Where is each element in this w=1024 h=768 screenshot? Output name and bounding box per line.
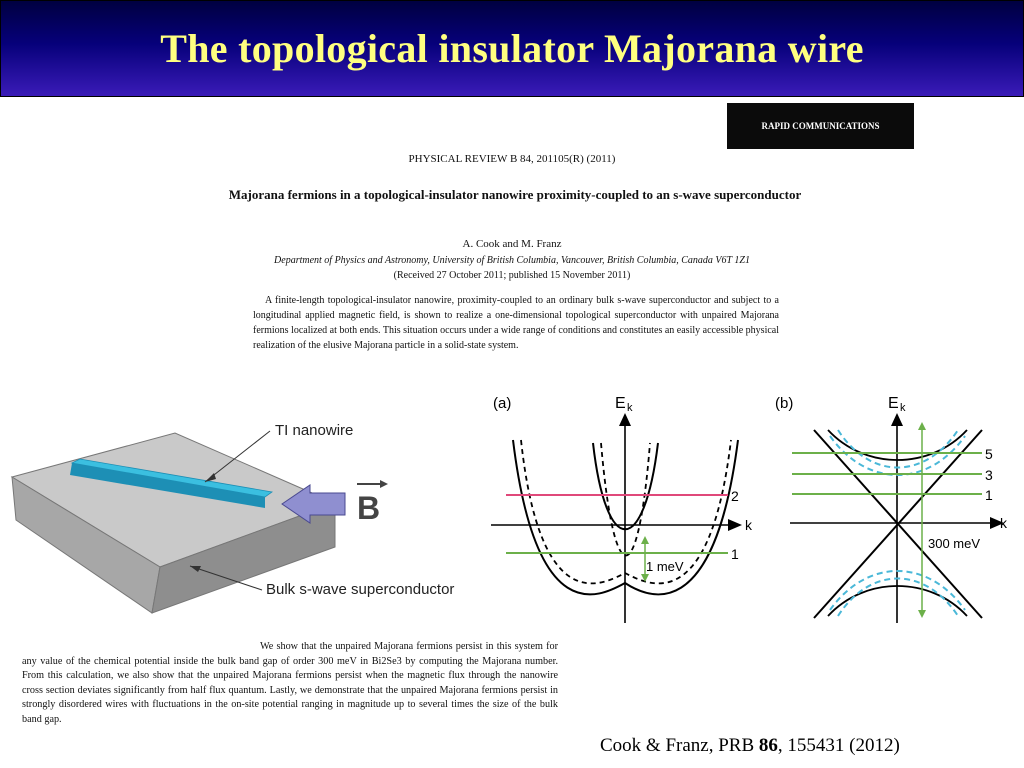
panel-b-y-axis-label: E (888, 395, 899, 412)
panel-a-y-arrow (619, 413, 631, 426)
panel-b-gap-arrow-up (918, 422, 926, 430)
panel-b-gap-arrow-down (918, 610, 926, 618)
panel-b-y-axis-sub: k (900, 402, 906, 414)
nanowire-label: TI nanowire (275, 422, 353, 439)
substrate-pointer (189, 565, 263, 591)
field-vector-head (380, 480, 388, 488)
paper-title: Majorana fermions in a topological-insul… (228, 187, 802, 202)
panel-a-outer-band (512, 439, 739, 596)
panel-b-dirac-line-2 (813, 429, 983, 619)
panel-b-lower-band-dashed-1 (837, 577, 959, 617)
substrate-label: Bulk s-wave superconductor (266, 581, 454, 598)
panel-b-gap-label-bg (926, 533, 996, 553)
nanowire-side (70, 463, 265, 508)
panel-a-figure: (a) E k k 2 1 1 meV (491, 395, 753, 623)
panel-b-upper-band-dashed-1 (837, 429, 959, 469)
panel-b-gap-label: 300 meV (928, 536, 980, 551)
slide-title-bar: The topological insulator Majorana wire (0, 0, 1024, 97)
paper-body-text: We show that the unpaired Majorana fermi… (22, 641, 558, 725)
panel-a-x-axis-label: k (745, 517, 753, 533)
citation-volume: 86 (758, 735, 778, 756)
panel-b-level-5-label: 5 (985, 446, 993, 462)
paper-authors: A. Cook and M. Franz (462, 238, 562, 250)
nanowire-top (70, 458, 274, 498)
magnetic-field-arrow (281, 484, 346, 524)
panel-b-label: (b) (775, 395, 793, 412)
panel-a-line-1-label: 1 (731, 546, 739, 562)
paper-received: (Received 27 October 2011; published 15 … (393, 270, 631, 281)
device-figure: B TI nanowire Bulk s-wave superconductor (10, 422, 454, 614)
panel-b-x-axis-label: k (1000, 515, 1008, 531)
rapid-communications-banner: RAPID COMMUNICATIONS (727, 103, 914, 149)
journal-line: PHYSICAL REVIEW B 84, 201105(R) (2011) (408, 153, 616, 165)
panel-a-y-axis-sub: k (627, 402, 633, 414)
panel-a-y-axis-label: E (615, 395, 626, 412)
field-label: B (357, 490, 380, 526)
panel-b-y-arrow (891, 413, 903, 426)
panel-b-upper-band (827, 429, 968, 461)
paper-affiliation: Department of Physics and Astronomy, Uni… (274, 255, 750, 266)
panel-b-x-arrow (990, 517, 1004, 529)
panel-b-figure: (b) E k k 5 3 1 300 meV (775, 395, 1008, 623)
citation-prefix: Cook & Franz, PRB (600, 735, 759, 756)
nanowire-pointer-head (205, 473, 216, 482)
superconductor-block-side (151, 502, 336, 614)
panel-a-inner-band (592, 442, 659, 530)
panel-b-lower-band-dashed-2 (829, 570, 966, 611)
panel-a-line-2-label: 2 (731, 488, 739, 504)
citation-suffix: , 155431 (2012) (777, 735, 900, 756)
panel-a-gap-label: 1 meV (646, 559, 684, 574)
panel-b-level-3-label: 3 (985, 467, 993, 483)
substrate-pointer-head (190, 566, 201, 572)
panel-b-level-1-label: 1 (985, 487, 993, 503)
panel-a-outer-band-dashed (520, 439, 732, 585)
panel-a-x-arrow (728, 519, 742, 531)
panel-b-lower-band (827, 585, 968, 617)
slide-title: The topological insulator Majorana wire (160, 26, 864, 71)
panel-a-gap-arrow-up (641, 536, 649, 544)
panel-a-label: (a) (493, 395, 511, 412)
nanowire-pointer (204, 430, 271, 483)
citation: Cook & Franz, PRB 86, 155431 (2012) (600, 735, 900, 757)
paper-abstract: A finite-length topological-insulator na… (253, 295, 779, 351)
panel-a-gap-arrow-down (641, 574, 649, 582)
